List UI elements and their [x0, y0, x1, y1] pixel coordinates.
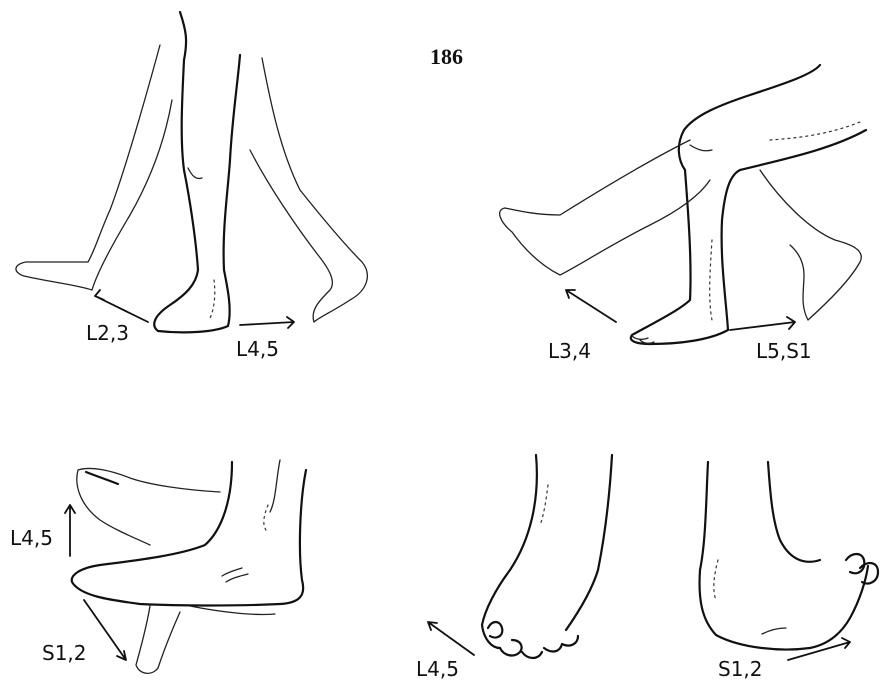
right-foot-top	[768, 462, 820, 562]
label-l34: L3,4	[548, 339, 591, 363]
right-foot-toes	[846, 554, 878, 584]
label-l45-top: L4,5	[236, 337, 279, 361]
label-l5s1: L5,S1	[756, 339, 812, 363]
arrow-up-left-l45	[428, 622, 474, 655]
knee-detail	[188, 168, 202, 179]
panel-top-right	[500, 65, 866, 344]
arrow-up-l45	[65, 505, 75, 556]
label-s12-bottom-right: S1,2	[718, 657, 763, 681]
right-foot-outline	[700, 462, 868, 649]
raised-foot-outline	[77, 468, 220, 545]
left-foot-toes	[488, 622, 578, 658]
front-leg-outline	[154, 12, 240, 332]
knee-crease	[690, 145, 712, 151]
ankle-shading	[210, 280, 215, 318]
arch-lines	[222, 568, 248, 582]
forward-leg-outline	[760, 170, 861, 320]
label-s12-bottom-left: S1,2	[42, 641, 87, 665]
main-foot-outline	[72, 462, 306, 606]
label-l45-bottom-left: L4,5	[10, 526, 53, 550]
arrow-right-l5s1	[730, 317, 795, 330]
raised-toes	[86, 472, 118, 484]
label-l23: L2,3	[86, 321, 129, 345]
thigh-shading	[770, 122, 860, 140]
panel-top-left	[16, 12, 367, 332]
ankle-dots	[264, 505, 268, 530]
left-foot-outline	[482, 455, 612, 648]
thigh-outline	[631, 65, 866, 344]
arrow-up-left-l34	[566, 290, 616, 322]
back-leg-outline	[500, 140, 710, 275]
panel-bottom-left	[65, 460, 306, 673]
leading-leg-outline	[250, 58, 367, 322]
arrow-up-left-l23	[95, 290, 148, 322]
label-l45-bottom-right: L4,5	[416, 657, 459, 681]
arrow-down-s12	[84, 600, 126, 660]
left-foot-shading	[540, 485, 548, 525]
arrow-right-l45	[240, 317, 294, 328]
panel-bottom-right	[428, 455, 878, 660]
rear-leg-outline	[16, 45, 172, 290]
shin-shading	[710, 240, 712, 320]
heel-detail	[270, 460, 280, 512]
right-foot-crease	[762, 628, 786, 634]
lowered-foot-outline	[136, 606, 275, 673]
right-foot-shading	[714, 560, 718, 600]
